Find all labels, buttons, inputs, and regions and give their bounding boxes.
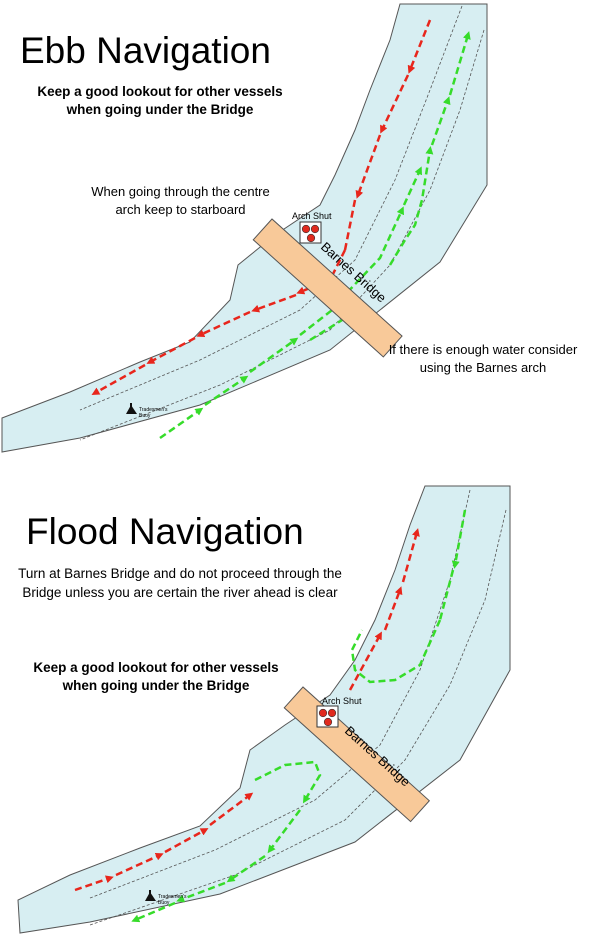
buoy-label-line: Buoy: [139, 412, 151, 419]
channel-line: [79, 5, 463, 411]
channel-line: [89, 509, 507, 926]
arch-shut-label: Arch Shut: [292, 211, 332, 221]
barnes-arch-note: If there is enough water consider using …: [372, 341, 594, 377]
buoy-label: Tradesmen's Buoy: [139, 407, 168, 419]
centre-arch-note: When going through the centre arch keep …: [78, 183, 283, 219]
flood-navigation-panel: Flood Navigation Turn at Barnes Bridge a…: [0, 470, 600, 937]
river: [17, 485, 511, 934]
lookout-note-line: Keep a good lookout for other vessels: [33, 660, 279, 675]
ebb-river-map: [1, 3, 488, 453]
lookout-note-line: when going under the Bridge: [66, 102, 254, 118]
lookout-note: Keep a good lookout for other vessels wh…: [10, 83, 310, 119]
barnes-bridge: [252, 218, 403, 358]
buoy-label-line: Tradesmen's: [139, 407, 168, 413]
barnes-arch-note-line: using the Barnes arch: [419, 360, 547, 376]
channel-line: [89, 489, 471, 899]
red-route: [74, 528, 420, 892]
channel-line: [79, 29, 485, 441]
tradesmens-buoy-icon: [145, 890, 156, 901]
green-route: [131, 509, 467, 923]
tradesmens-buoy-icon: [126, 403, 137, 414]
arch-shut-signal: [316, 705, 339, 728]
river: [1, 3, 488, 453]
turn-note: Turn at Barnes Bridge and do not proceed…: [5, 565, 355, 603]
barnes-arch-note-line: If there is enough water consider: [388, 342, 578, 357]
lookout-note: Keep a good lookout for other vessels wh…: [6, 659, 306, 695]
page-title: Flood Navigation: [26, 511, 304, 552]
arch-shut-signal: [299, 221, 322, 244]
buoy-label-line: Buoy: [158, 899, 170, 906]
buoy-label: Tradesmen's Buoy: [158, 894, 187, 906]
flood-river-map: [17, 485, 511, 934]
lookout-note-line: when going under the Bridge: [62, 678, 250, 694]
ebb-navigation-panel: Ebb Navigation Keep a good lookout for o…: [1, 3, 594, 453]
buoy-label-line: Tradesmen's: [158, 894, 187, 900]
turn-note-line: Bridge unless you are certain the river …: [22, 584, 338, 600]
turn-note-line: Turn at Barnes Bridge and do not proceed…: [18, 566, 342, 581]
page-title: Ebb Navigation: [20, 30, 271, 71]
centre-arch-note-line: When going through the centre: [91, 184, 270, 199]
lookout-note-line: Keep a good lookout for other vessels: [37, 84, 283, 99]
arch-shut-label: Arch Shut: [322, 696, 362, 706]
centre-arch-note-line: arch keep to starboard: [115, 202, 246, 218]
